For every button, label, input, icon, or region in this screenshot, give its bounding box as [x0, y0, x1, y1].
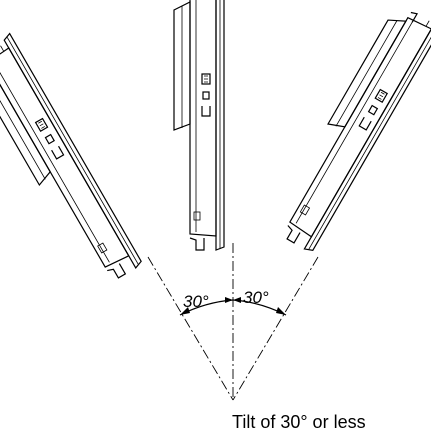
tilt-construction-lines [147, 243, 319, 401]
left-angle-label: 30° [183, 292, 209, 311]
panel-tilted-right [267, 0, 431, 254]
panel-upright [173, 0, 225, 251]
tilt-angle-arcs [179, 297, 287, 316]
panel-tilted-left [0, 32, 144, 290]
tilt-caption: Tilt of 30° or less [232, 412, 366, 432]
right-angle-label: 30° [243, 288, 269, 307]
